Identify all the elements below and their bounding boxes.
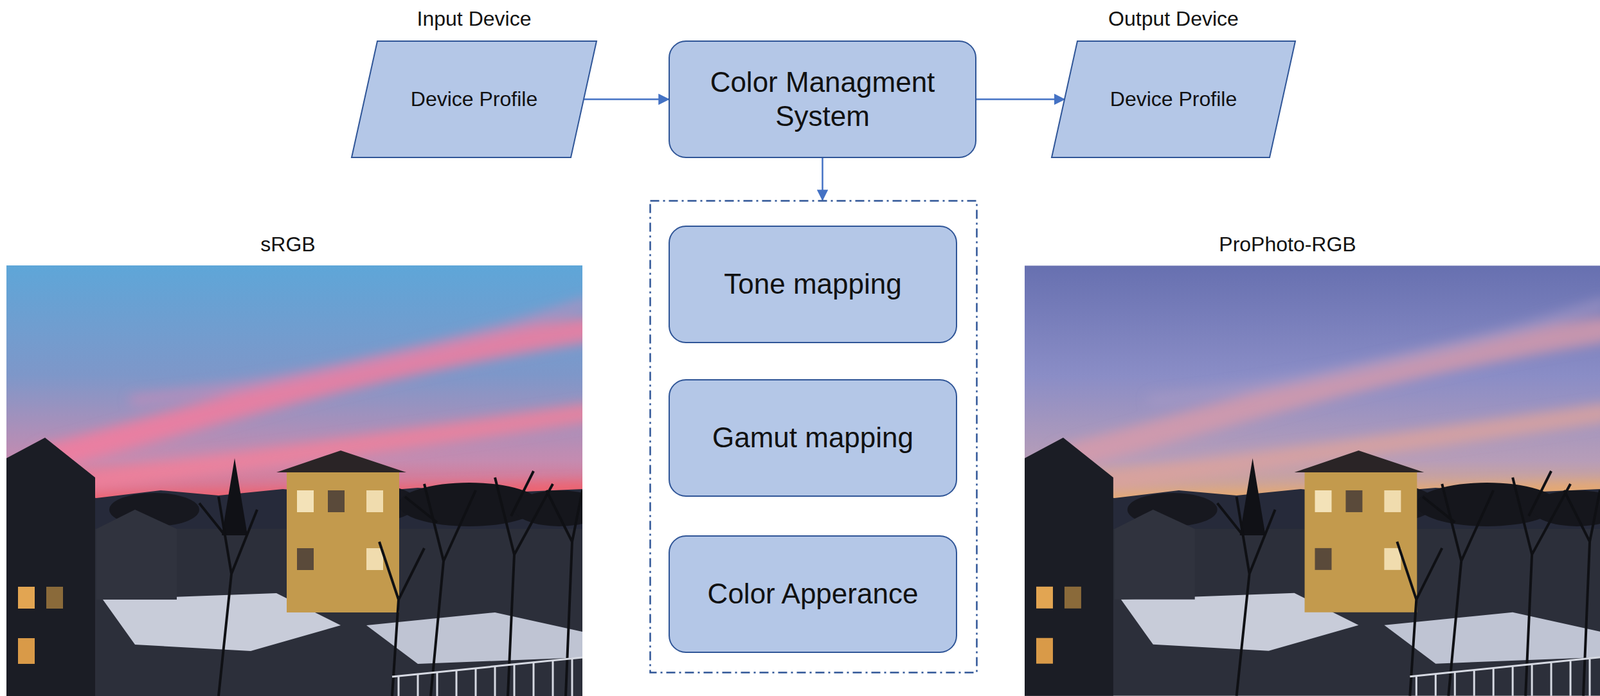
color-management-box-outline xyxy=(668,40,977,159)
box-label: Tone mapping xyxy=(708,267,917,302)
output-device-profile: Output DeviceDevice Profile xyxy=(1051,40,1296,159)
device-heading: Input Device xyxy=(312,7,636,31)
process-box: Color Apperance xyxy=(668,535,958,654)
dashed-frame xyxy=(650,201,978,674)
arrow-connector xyxy=(584,98,670,101)
parallelogram xyxy=(1051,41,1296,158)
rounded-rect xyxy=(669,226,957,343)
device-heading: Output Device xyxy=(1012,7,1335,31)
process-group: Tone mappingGamut mappingColor Apperance xyxy=(649,199,978,674)
arrow-connector xyxy=(821,158,824,200)
prophoto-photo xyxy=(1024,265,1600,696)
parallelogram xyxy=(351,41,597,158)
input-device-profile: Input DeviceDevice Profile xyxy=(350,40,598,159)
rounded-rect xyxy=(669,536,957,653)
box-label: Color Managment System xyxy=(668,65,977,134)
box-label: Gamut mapping xyxy=(696,421,929,456)
box-label: Color Apperance xyxy=(692,577,935,612)
rounded-rect xyxy=(669,41,976,158)
srgb-photo xyxy=(6,265,583,696)
arrow-connector xyxy=(976,98,1065,101)
box-label: Device Profile xyxy=(1094,86,1253,112)
process-box: Tone mapping xyxy=(668,225,958,344)
image-label: ProPhoto-RGB xyxy=(1218,232,1356,257)
color-management-box: Color Managment System xyxy=(668,40,977,159)
box-label: Device Profile xyxy=(395,86,553,112)
process-box: Gamut mapping xyxy=(668,379,958,497)
rounded-rect xyxy=(669,379,957,497)
image-label: sRGB xyxy=(260,232,315,257)
